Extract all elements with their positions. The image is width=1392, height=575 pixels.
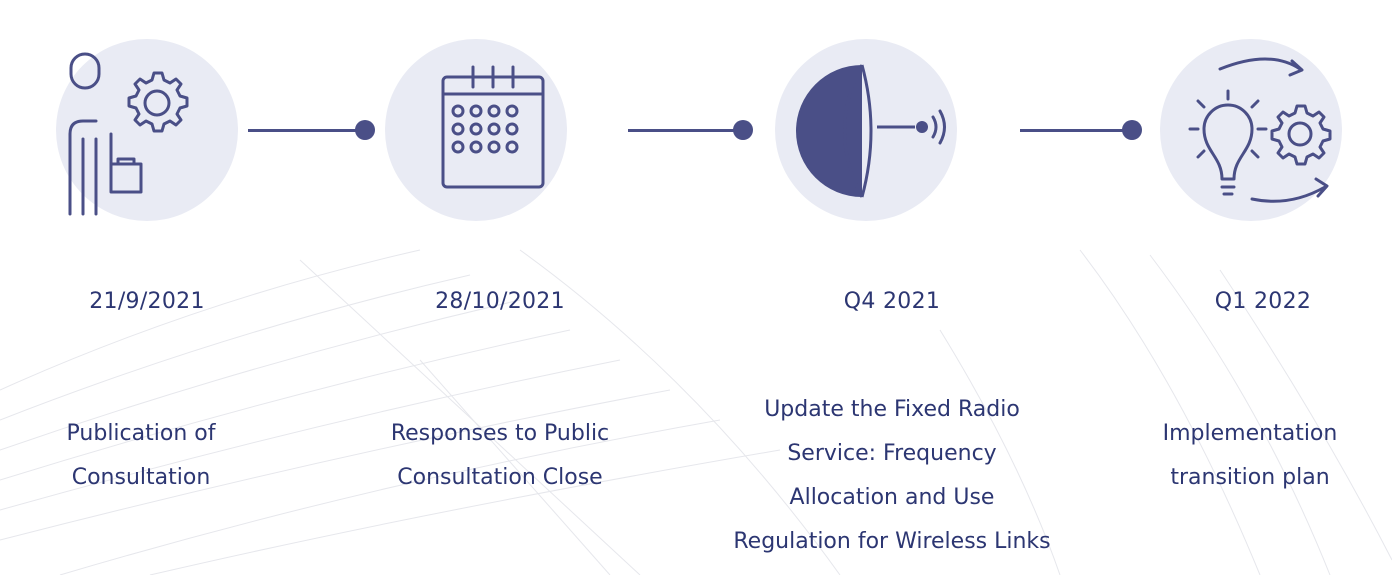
step-2-date: 28/10/2021 xyxy=(435,289,565,314)
step-1-circle xyxy=(56,39,238,221)
step-4-label-line: transition plan xyxy=(1170,465,1330,490)
step-2-label-line: Consultation Close xyxy=(397,465,603,490)
step-2-circle xyxy=(385,39,567,221)
step-1-label: Publication of Consultation xyxy=(0,412,301,500)
step-3-label-line: Service: Frequency xyxy=(787,441,997,466)
step-1-label-line: Consultation xyxy=(71,465,211,490)
satellite-dish-icon xyxy=(796,64,946,198)
connector-dot-2 xyxy=(733,120,753,140)
person-gear-icon xyxy=(68,52,189,216)
calendar-icon xyxy=(441,65,545,189)
step-2-label-line: Responses to Public xyxy=(390,421,610,446)
connector-line-3 xyxy=(1020,129,1132,132)
step-3-label-line: Allocation and Use xyxy=(789,485,995,510)
step-1-label-line: Publication of xyxy=(66,421,216,446)
connector-line-1 xyxy=(248,129,360,132)
step-3-label-line: Regulation for Wireless Links xyxy=(733,529,1051,554)
step-4-label-line: Implementation xyxy=(1162,421,1338,446)
connector-dot-1 xyxy=(355,120,375,140)
step-2-label: Responses to Public Consultation Close xyxy=(340,412,660,500)
step-3-label-line: Update the Fixed Radio xyxy=(764,397,1020,422)
step-4-date: Q1 2022 xyxy=(1214,289,1312,314)
idea-cycle-icon xyxy=(1188,57,1332,203)
step-4-circle xyxy=(1160,39,1342,221)
step-3-label: Update the Fixed Radio Service: Frequenc… xyxy=(732,388,1052,564)
connector-line-2 xyxy=(628,129,738,132)
step-3-date: Q4 2021 xyxy=(843,289,941,314)
step-4-label: Implementation transition plan xyxy=(1090,412,1392,500)
step-1-date: 21/9/2021 xyxy=(89,289,205,314)
step-3-circle xyxy=(775,39,957,221)
connector-dot-3 xyxy=(1122,120,1142,140)
